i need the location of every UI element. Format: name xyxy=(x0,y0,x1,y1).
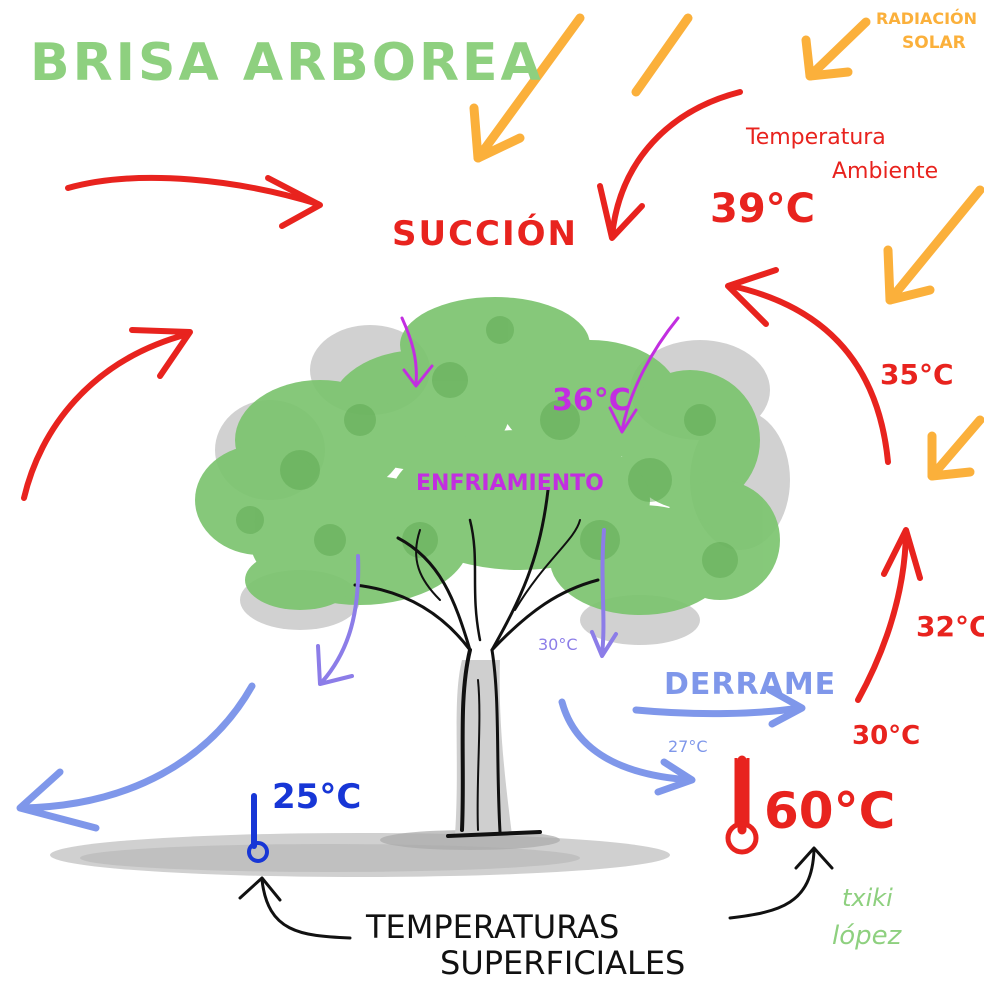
cool-air-arrows xyxy=(316,528,618,686)
temp-35: 35°C xyxy=(880,358,954,391)
cool-air-arrow xyxy=(320,554,361,684)
sun-ray-arrow xyxy=(927,415,984,481)
ambient-temp: 39°C xyxy=(710,186,815,232)
surface-label-line1: TEMPERATURAS xyxy=(365,908,619,946)
surface-pointers xyxy=(238,846,834,940)
ground-shadow xyxy=(50,830,670,877)
temp-32: 32°C xyxy=(916,610,984,643)
cool-air-arrow xyxy=(558,698,694,784)
cooling-label: ENFRIAMIENTO xyxy=(416,471,604,496)
hot-air-arrow xyxy=(609,89,743,239)
canopy-temp: 36°C xyxy=(552,383,631,418)
solar-rays xyxy=(469,13,984,481)
cool-air-arrow xyxy=(18,682,256,812)
solar-label-line1: RADIACIÓN xyxy=(876,9,977,28)
thermometer-icon xyxy=(247,793,269,863)
tree-trunk xyxy=(353,488,600,838)
temp-27: 27°C xyxy=(668,737,708,756)
suction-label: SUCCIÓN xyxy=(392,213,578,254)
thermometer-icon xyxy=(725,755,759,855)
temp-30-tree: 30°C xyxy=(538,635,578,654)
hot-air-arrow xyxy=(729,283,891,465)
sun-ray-arrow xyxy=(631,13,693,97)
tree-canopy xyxy=(195,297,790,645)
sun-ray-arrow xyxy=(469,13,585,163)
cool-air-arrow xyxy=(600,528,606,656)
signature-line1: txiki xyxy=(842,884,893,912)
cooling-arrows xyxy=(400,316,680,434)
solar-label-line2: SOLAR xyxy=(902,33,966,53)
sun-temp: 60°C xyxy=(764,782,895,840)
hot-air-arrow xyxy=(65,174,321,207)
title: BRISA ARBOREA xyxy=(30,33,544,93)
shade-temp: 25°C xyxy=(272,777,361,817)
sun-ray-arrow xyxy=(883,185,984,305)
spill-arrows xyxy=(16,682,806,832)
ambient-label-line1: Temperatura xyxy=(745,125,886,150)
cool-air-arrow xyxy=(632,704,804,718)
hot-air-arrow xyxy=(855,529,909,703)
hot-air-arrow xyxy=(21,331,191,501)
hot-air-arrows xyxy=(21,89,923,703)
signature-line2: lópez xyxy=(832,921,903,951)
sun-ray-arrow xyxy=(801,17,871,81)
ambient-label-line2: Ambiente xyxy=(832,159,938,184)
spill-label: DERRAME xyxy=(664,667,836,702)
temp-30-right: 30°C xyxy=(852,721,920,751)
surface-label-line2: SUPERFICIALES xyxy=(440,944,685,982)
